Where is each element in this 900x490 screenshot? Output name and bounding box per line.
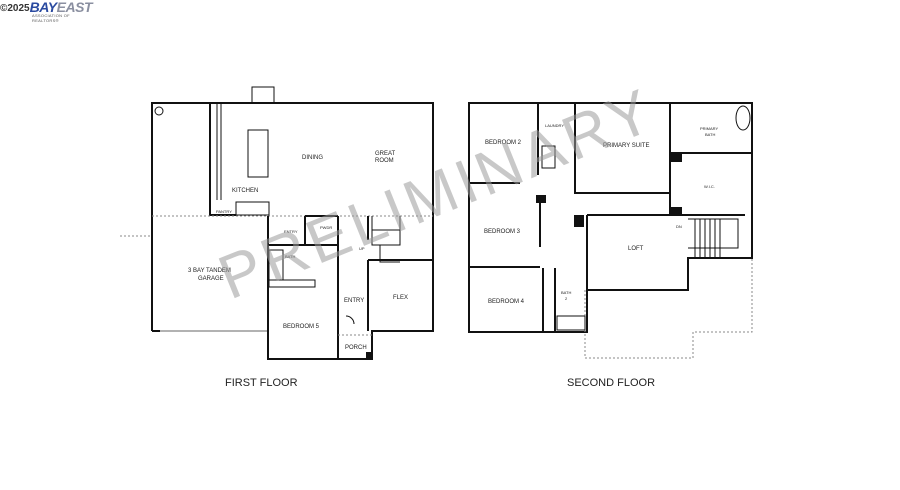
column-block-4	[670, 207, 682, 216]
brand-a: BAY	[29, 0, 58, 15]
preliminary-watermark: PRELIMINARY	[209, 75, 664, 312]
room-label-garage-2: GARAGE	[198, 276, 224, 282]
room-label-primary-bath-2: BATH	[705, 132, 715, 137]
first-floor-plan: KITCHEN DINING GREAT ROOM PANTRY ENTRY P…	[120, 86, 434, 389]
room-label-primary-bath: PRIMARY	[700, 126, 718, 131]
room-label-great-room-2: ROOM	[375, 158, 394, 164]
first-floor-outer-wall	[151, 102, 434, 360]
room-label-entry-top: ENTRY	[284, 229, 298, 234]
staircase	[688, 218, 739, 258]
room-label-laundry: LAUNDRY	[545, 123, 564, 128]
room-label-bedroom-2: BEDROOM 2	[485, 140, 522, 146]
porch-column	[366, 352, 372, 359]
room-label-primary-suite: PRIMARY SUITE	[603, 143, 649, 149]
room-label-porch: PORCH	[345, 345, 367, 351]
kitchen-island	[247, 129, 269, 178]
room-label-pantry: PANTRY	[216, 209, 232, 214]
copyright-text: ©2025	[0, 3, 30, 14]
chimney-bump	[251, 86, 275, 104]
stair-down-label: DN	[676, 224, 682, 229]
room-label-flex: FLEX	[393, 295, 408, 301]
room-label-bath-2-number: 2	[565, 296, 568, 301]
brand-subtitle: ASSOCIATION OF REALTORS®	[32, 13, 70, 23]
column-block-2	[574, 215, 584, 227]
room-label-loft: LOFT	[628, 246, 644, 252]
room-label-bedroom-3: BEDROOM 3	[484, 229, 521, 235]
room-label-bedroom-4: BEDROOM 4	[488, 299, 525, 305]
room-label-entry: ENTRY	[344, 298, 364, 304]
room-label-kitchen: KITCHEN	[232, 188, 258, 194]
brand-text: BAYEAST	[29, 0, 93, 15]
column-block	[536, 195, 546, 203]
second-floor-title: SECOND FLOOR	[567, 377, 655, 389]
water-heater-icon	[154, 106, 164, 116]
room-label-powder: PWDR	[320, 225, 332, 230]
column-block-3	[670, 153, 682, 162]
room-label-dining: DINING	[302, 155, 323, 161]
room-label-bedroom-5: BEDROOM 5	[283, 324, 320, 330]
room-label-bath: BATH	[285, 254, 295, 259]
bayeast-logo: ©2025 BAYEAST ASSOCIATION OF REALTORS®	[0, 0, 93, 23]
first-floor-title: FIRST FLOOR	[225, 377, 298, 389]
room-label-garage: 3 BAY TANDEM	[188, 268, 231, 274]
bathtub	[735, 105, 751, 131]
room-label-wic: W.I.C.	[704, 184, 715, 189]
room-label-bath-2: BATH	[561, 290, 571, 295]
brand-b: EAST	[56, 0, 93, 15]
room-label-great-room: GREAT	[375, 151, 396, 157]
second-floor-plan: BEDROOM 2 LAUNDRY PRIMARY SUITE PRIMARY …	[468, 102, 753, 389]
stair-up-label: UP	[359, 246, 365, 251]
